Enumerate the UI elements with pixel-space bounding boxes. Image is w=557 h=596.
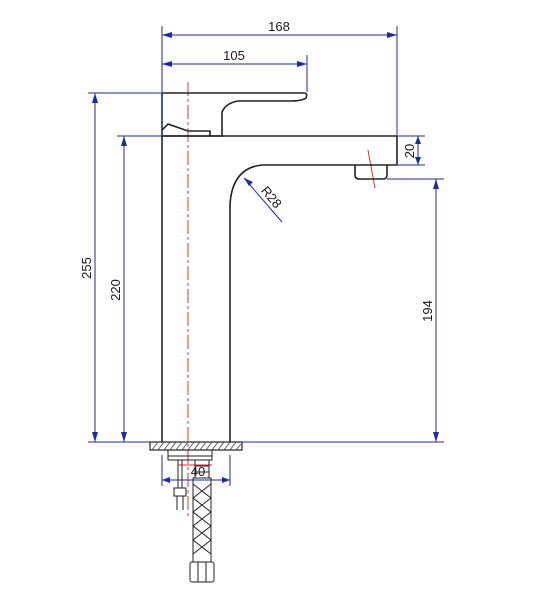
dimension-mount-diameter: 40 [161, 455, 231, 486]
dimension-bend-radius: R28 [243, 177, 285, 223]
dimension-handle-reach: 105 [162, 48, 308, 92]
spout-thickness-label: 20 [402, 144, 417, 158]
handle-cartridge [161, 123, 211, 136]
handle-lever [162, 92, 308, 137]
faucet-body [161, 92, 398, 442]
dimension-outlet-clearance: 194 [242, 178, 444, 443]
mount-diameter-label: 40 [191, 464, 205, 479]
aerator-outlet [354, 165, 388, 180]
total-height-label: 255 [79, 257, 94, 279]
bend-radius-label: R28 [258, 183, 285, 211]
spout-height-label: 220 [108, 279, 123, 301]
overall-reach-label: 168 [268, 19, 290, 34]
spout-inner-bend [229, 164, 263, 442]
stud-nut [173, 487, 187, 497]
dimension-total-height: 255 [79, 92, 162, 443]
braided-hose [192, 477, 212, 563]
dimension-overall-reach: 168 [161, 19, 398, 136]
mounting-hardware [167, 449, 215, 583]
shank-nut [167, 449, 213, 461]
base-plate-hatching [151, 441, 242, 451]
dimension-spout-thickness: 20 [397, 135, 425, 166]
handle-reach-label: 105 [223, 48, 245, 63]
base-plate-outline [149, 441, 243, 451]
center-lines [178, 82, 376, 518]
base-plate [149, 441, 243, 451]
dimension-spout-height: 220 [108, 135, 162, 442]
hose-end-nut [189, 561, 215, 583]
outlet-centerline [367, 149, 376, 189]
outlet-clearance-label: 194 [420, 300, 435, 322]
